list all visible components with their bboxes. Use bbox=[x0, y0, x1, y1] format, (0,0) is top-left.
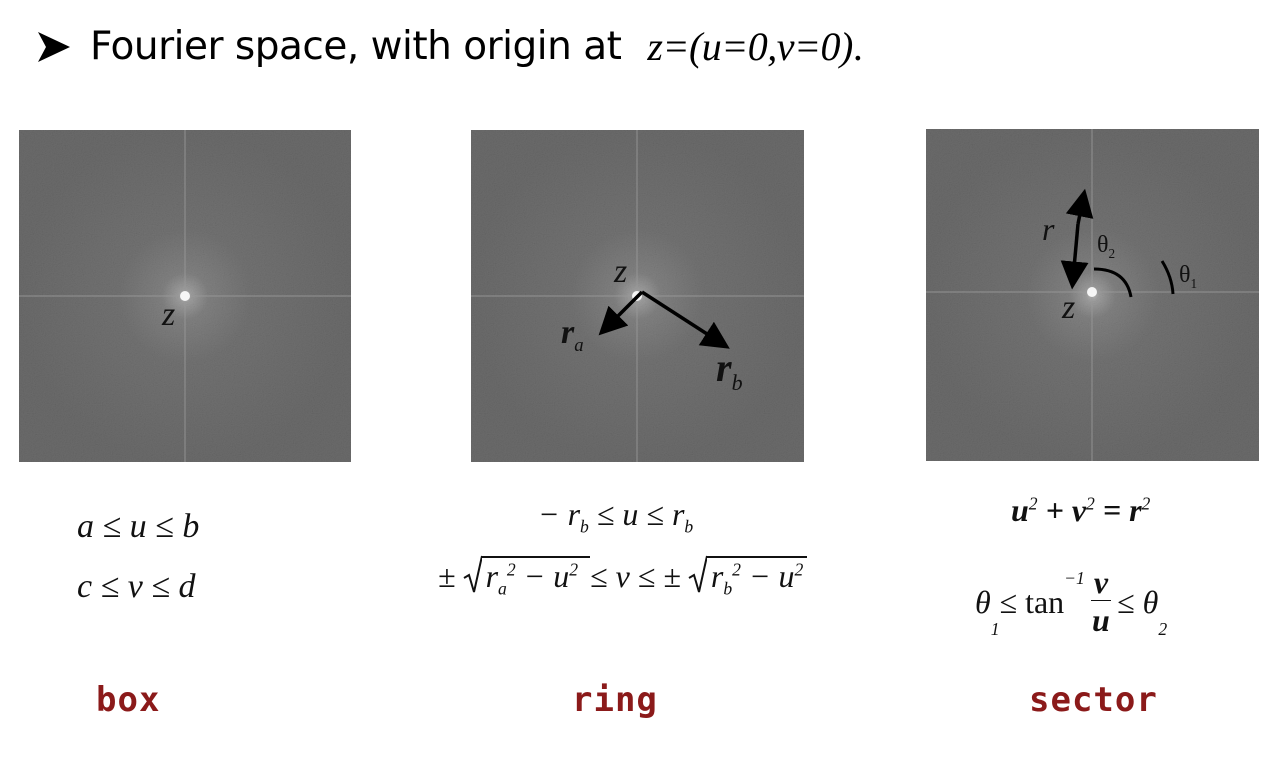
sector-f1-p3: 2 bbox=[1141, 493, 1151, 514]
ring-f2-sq1: 2 bbox=[506, 559, 516, 580]
ring-f2-pm1: ± bbox=[438, 558, 456, 594]
sector-f2-den: u bbox=[1092, 601, 1110, 638]
ring-f1-mid: ≤ u ≤ r bbox=[588, 496, 685, 532]
sector-f2-sub2: 2 bbox=[1158, 619, 1168, 640]
rb-label-sub: b bbox=[731, 370, 743, 395]
sector-caption: sector bbox=[1029, 680, 1158, 720]
ring-f2-sq2: 2 bbox=[569, 559, 578, 580]
ra-label: ra bbox=[561, 316, 584, 356]
sqrt-symbol-icon bbox=[688, 555, 707, 593]
ring-f2-r2: r bbox=[710, 558, 724, 594]
ring-f1-sub1: b bbox=[580, 516, 589, 537]
r-label: r bbox=[1042, 211, 1055, 247]
fourier-spectrum-image bbox=[471, 130, 804, 462]
theta2-symbol: θ bbox=[1097, 232, 1109, 258]
theta2-sub: 2 bbox=[1108, 245, 1116, 261]
box-formula-line2: c ≤ v ≤ d bbox=[77, 568, 196, 605]
rb-label: rb bbox=[716, 348, 743, 394]
sector-formula-line1: u2 + v2 = r2 bbox=[1011, 494, 1150, 526]
sector-f2-leq-theta2: ≤ θ bbox=[1117, 584, 1159, 621]
ring-f1-sub2: b bbox=[684, 516, 694, 537]
box-caption: box bbox=[96, 680, 161, 720]
sector-f1-u: u bbox=[1011, 492, 1029, 528]
origin-label-z: z bbox=[162, 296, 176, 333]
sector-f2-theta1: θ bbox=[975, 584, 991, 621]
title-equation: z=(u=0,v=0) bbox=[647, 23, 853, 69]
r-arrow-down bbox=[1060, 223, 1089, 290]
theta2-arc bbox=[1093, 267, 1133, 298]
ring-formula-line2: ± ra2 − u2 ≤ v ≤ ± rb2 − u2 bbox=[438, 555, 808, 598]
sector-f1-eq-r: = r bbox=[1094, 492, 1142, 528]
ring-f2-minus-u: − u bbox=[515, 558, 570, 594]
fourier-spectrum-image bbox=[926, 129, 1259, 461]
sector-f1-p2: 2 bbox=[1086, 493, 1095, 514]
slide-title: Fourier space, with origin at z=(u=0,v=0… bbox=[36, 18, 863, 74]
sector-fraction: v u bbox=[1090, 565, 1112, 639]
ring-f2-mid: ≤ v ≤ bbox=[590, 558, 664, 594]
theta1-label: θ1 bbox=[1179, 263, 1197, 290]
sector-panel: r z θ2 θ1 bbox=[926, 129, 1259, 461]
sector-f2-sub1: 1 bbox=[990, 619, 1000, 640]
sector-f2-inv: −1 bbox=[1064, 568, 1085, 588]
origin-label-z: z bbox=[614, 253, 628, 290]
sector-f1-p1: 2 bbox=[1028, 493, 1038, 514]
box-panel: z bbox=[19, 130, 351, 462]
sqrt-b: rb2 − u2 bbox=[688, 555, 808, 597]
sector-f2-leq-tan: ≤ tan bbox=[999, 584, 1065, 621]
ring-formula-line1: − rb ≤ u ≤ rb bbox=[538, 498, 693, 536]
ring-f2-sq4: 2 bbox=[794, 559, 804, 580]
ring-f2-r1-sub: a bbox=[498, 578, 507, 599]
theta1-arc bbox=[1160, 260, 1175, 295]
ring-f2-sq3: 2 bbox=[732, 559, 741, 580]
box-formula-line1: a ≤ u ≤ b bbox=[77, 508, 200, 545]
theta2-label: θ2 bbox=[1097, 233, 1115, 260]
sector-f1-plus-v: + v bbox=[1037, 492, 1087, 528]
ra-arrow bbox=[598, 290, 644, 336]
ra-label-sub: a bbox=[574, 334, 584, 356]
ring-f2-r1: r bbox=[485, 558, 499, 594]
sector-f2-num: v bbox=[1090, 565, 1112, 601]
sqrt-symbol-icon bbox=[463, 555, 482, 593]
title-period: . bbox=[852, 23, 863, 69]
ra-label-main: r bbox=[561, 314, 575, 351]
rb-arrow bbox=[641, 290, 730, 349]
ring-f2-minus-u2: − u bbox=[740, 558, 795, 594]
r-arrow bbox=[1065, 188, 1094, 225]
fourier-spectrum-image bbox=[19, 130, 351, 462]
origin-label-z: z bbox=[1062, 289, 1076, 326]
theta1-symbol: θ bbox=[1179, 262, 1191, 288]
ring-f2-r2-sub: b bbox=[723, 578, 733, 599]
sqrt-a: ra2 − u2 bbox=[463, 555, 590, 597]
bullet-arrow-icon bbox=[38, 32, 70, 62]
ring-f2-pm2: ± bbox=[663, 558, 681, 594]
theta1-sub: 1 bbox=[1190, 275, 1198, 291]
ring-panel: z ra rb bbox=[471, 130, 804, 462]
title-text: Fourier space, with origin at bbox=[90, 23, 622, 69]
rb-label-main: r bbox=[716, 345, 732, 390]
ring-f1-pre: − r bbox=[538, 496, 581, 532]
ring-caption: ring bbox=[572, 680, 658, 720]
